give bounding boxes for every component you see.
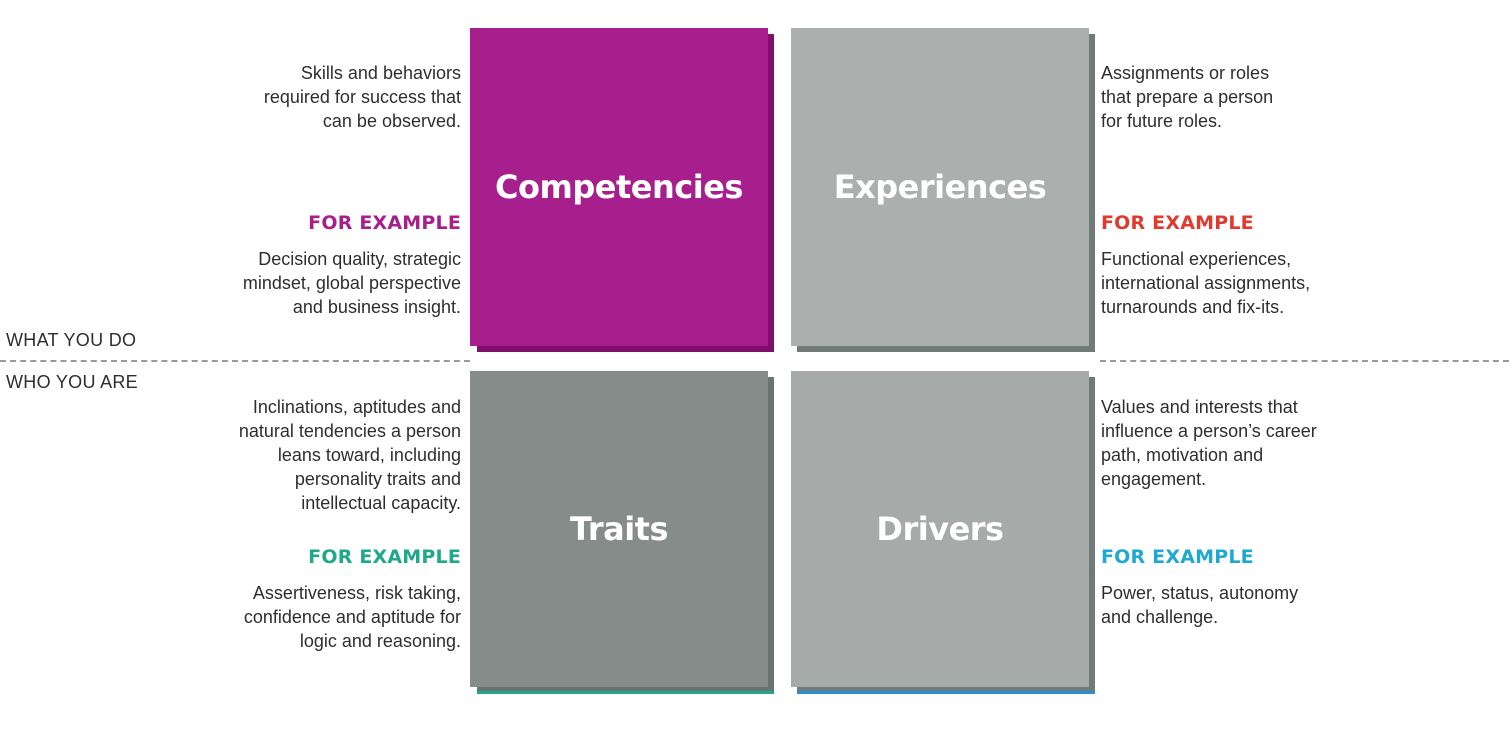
competencies-example-line: and business insight.	[292, 297, 461, 317]
traits-description-line: natural tendencies a person	[238, 421, 461, 441]
traits-example-line: logic and reasoning.	[299, 631, 461, 651]
traits-example-line: Assertiveness, risk taking,	[252, 583, 461, 603]
traits-title: Traits	[570, 510, 669, 548]
traits-example-text: Assertiveness, risk taking, confidence a…	[141, 581, 461, 653]
experiences-example-line: turnarounds and fix-its.	[1101, 297, 1285, 317]
drivers-description-line: path, motivation and	[1101, 445, 1264, 465]
competencies-example-line: Decision quality, strategic	[258, 249, 461, 269]
drivers-description-line: engagement.	[1101, 469, 1207, 489]
drivers-example-text: Power, status, autonomy and challenge.	[1101, 581, 1401, 629]
drivers-description: Values and interests that influence a pe…	[1101, 395, 1401, 491]
traits-example-heading: FOR EXAMPLE	[308, 546, 461, 568]
drivers-description-line: Values and interests that	[1101, 397, 1298, 417]
competencies-description-line: Skills and behaviors	[300, 63, 461, 83]
experiences-description-line: for future roles.	[1101, 111, 1223, 131]
competencies-example-text: Decision quality, strategic mindset, glo…	[161, 247, 461, 319]
divider-bottom-label: WHO YOU ARE	[6, 372, 138, 392]
experiences-example-line: Functional experiences,	[1101, 249, 1292, 269]
competencies-title: Competencies	[495, 168, 743, 206]
competencies-description-line: can be observed.	[322, 111, 461, 131]
drivers-example-heading: FOR EXAMPLE	[1101, 546, 1254, 568]
competencies-example-heading: FOR EXAMPLE	[308, 212, 461, 234]
traits-description-line: personality traits and	[294, 469, 461, 489]
divider-line-right	[1100, 360, 1509, 362]
competencies-box: Competencies	[470, 28, 768, 346]
experiences-title: Experiences	[833, 168, 1047, 206]
traits-description-line: leans toward, including	[277, 445, 461, 465]
competencies-description: Skills and behaviors required for succes…	[161, 61, 461, 133]
experiences-description: Assignments or roles that prepare a pers…	[1101, 61, 1401, 133]
experiences-example-text: Functional experiences, international as…	[1101, 247, 1401, 319]
traits-box: Traits	[470, 371, 768, 687]
divider-line-left	[0, 360, 470, 362]
experiences-description-line: that prepare a person	[1101, 87, 1274, 107]
traits-description: Inclinations, aptitudes and natural tend…	[141, 395, 461, 515]
traits-description-line: Inclinations, aptitudes and	[252, 397, 461, 417]
competencies-description-line: required for success that	[263, 87, 461, 107]
traits-example-line: confidence and aptitude for	[243, 607, 461, 627]
competencies-example-line: mindset, global perspective	[242, 273, 461, 293]
drivers-example-line: Power, status, autonomy	[1101, 583, 1299, 603]
divider-top-label: WHAT YOU DO	[6, 330, 137, 350]
experiences-example-heading: FOR EXAMPLE	[1101, 212, 1254, 234]
experiences-description-line: Assignments or roles	[1101, 63, 1270, 83]
experiences-box: Experiences	[791, 28, 1089, 346]
experiences-example-line: international assignments,	[1101, 273, 1311, 293]
traits-description-line: intellectual capacity.	[301, 493, 461, 513]
drivers-box: Drivers	[791, 371, 1089, 687]
drivers-description-line: influence a person’s career	[1101, 421, 1317, 441]
drivers-example-line: and challenge.	[1101, 607, 1219, 627]
drivers-title: Drivers	[876, 510, 1004, 548]
